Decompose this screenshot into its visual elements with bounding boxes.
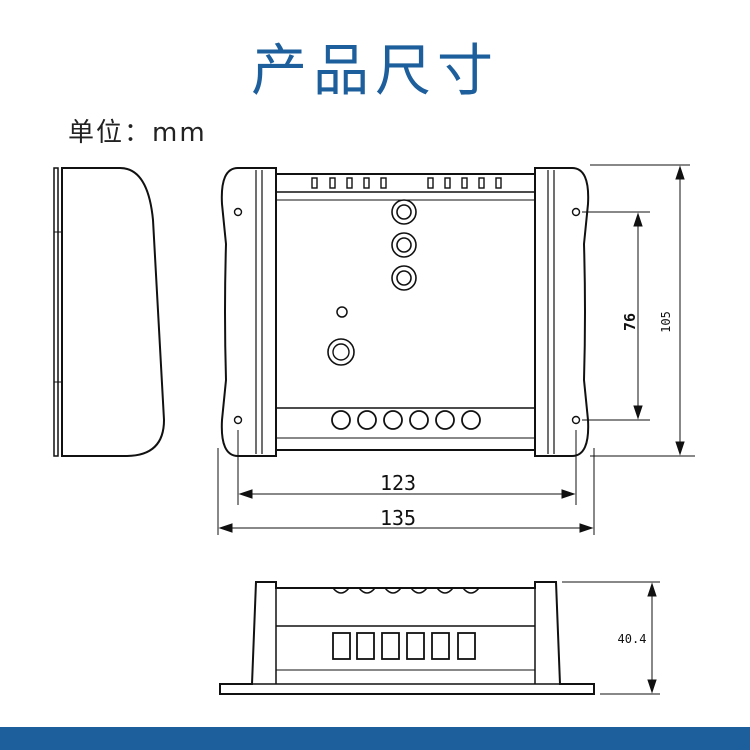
unit-label: 单位：mm: [68, 118, 207, 148]
side-view: [53, 167, 166, 457]
dim-width-outer: 135: [380, 506, 416, 530]
footer-bar: [0, 727, 750, 750]
small-hole: [336, 306, 348, 318]
vent-slots: [311, 177, 502, 189]
main-body: [275, 173, 536, 451]
terminal-holes: [331, 410, 481, 430]
indicator-leds: [391, 199, 417, 291]
right-end-cap: [534, 167, 590, 457]
dim-height-outer: 105: [659, 311, 673, 333]
dim-depth: 40.4: [618, 632, 647, 646]
side-view-body: [53, 167, 59, 457]
terminal-windows: [332, 632, 476, 660]
dimension-lines: [217, 164, 695, 535]
push-button: [327, 338, 355, 366]
mounting-holes: [233, 207, 581, 425]
dim-height-inner: 76: [621, 313, 639, 331]
bottom-view: [219, 581, 660, 695]
side-view-outline: [61, 167, 166, 457]
top-terminal-lugs: [332, 587, 480, 594]
dim-width-inner: 123: [380, 471, 416, 495]
page-title: 产品尺寸: [251, 39, 499, 104]
front-view: [220, 167, 590, 457]
left-end-cap: [220, 167, 277, 457]
